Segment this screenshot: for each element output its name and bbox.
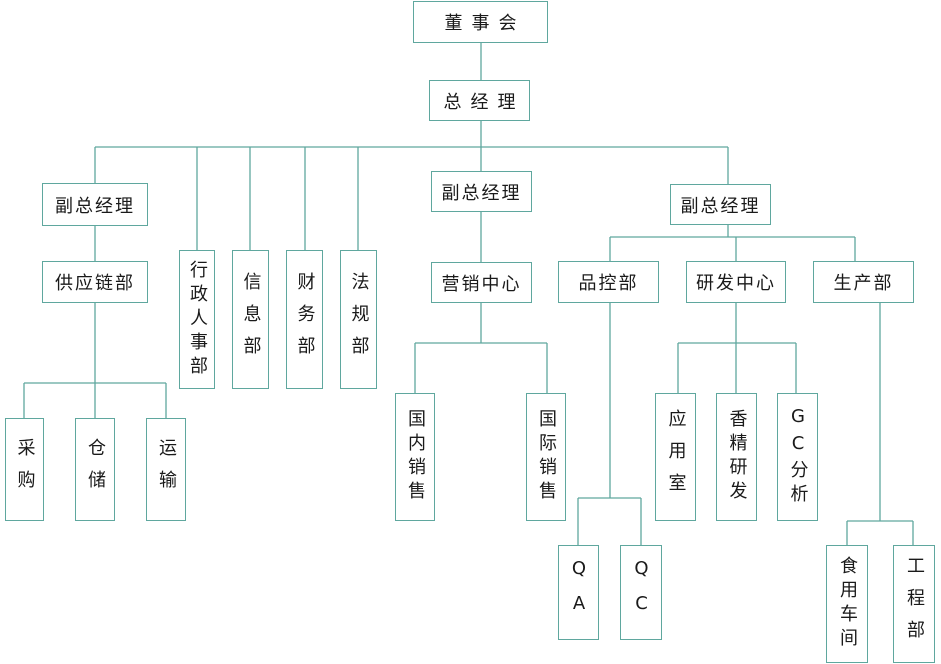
node-finance: 财务部 xyxy=(286,250,323,389)
node-rnd-center: 研发中心 xyxy=(686,261,786,303)
node-engineering: 工程部 xyxy=(893,545,935,663)
node-supply-chain: 供应链部 xyxy=(42,261,148,303)
node-transport: 运输 xyxy=(146,418,186,521)
node-it: 信息部 xyxy=(232,250,269,389)
node-admin-hr: 行政人事部 xyxy=(179,250,215,389)
node-gc-analysis: GC分析 xyxy=(777,393,818,521)
node-food-workshop: 食用车间 xyxy=(826,545,868,663)
node-flavor-rnd: 香精研发 xyxy=(716,393,757,521)
node-qa: QA xyxy=(558,545,599,640)
node-domestic-sales: 国内销售 xyxy=(395,393,435,521)
node-qc: QC xyxy=(620,545,662,640)
node-application-lab: 应用室 xyxy=(655,393,696,521)
node-vice-gm-right: 副总经理 xyxy=(670,184,771,225)
node-vice-gm-middle: 副总经理 xyxy=(431,171,532,212)
node-procurement: 采购 xyxy=(5,418,44,521)
node-warehouse: 仓储 xyxy=(75,418,115,521)
node-legal: 法规部 xyxy=(340,250,377,389)
node-production: 生产部 xyxy=(813,261,914,303)
node-quality-control: 品控部 xyxy=(558,261,659,303)
node-vice-gm-left: 副总经理 xyxy=(42,183,148,226)
node-general-manager: 总经理 xyxy=(429,80,530,121)
node-marketing-center: 营销中心 xyxy=(431,262,532,303)
node-board: 董事会 xyxy=(413,1,548,43)
node-international-sales: 国际销售 xyxy=(526,393,566,521)
